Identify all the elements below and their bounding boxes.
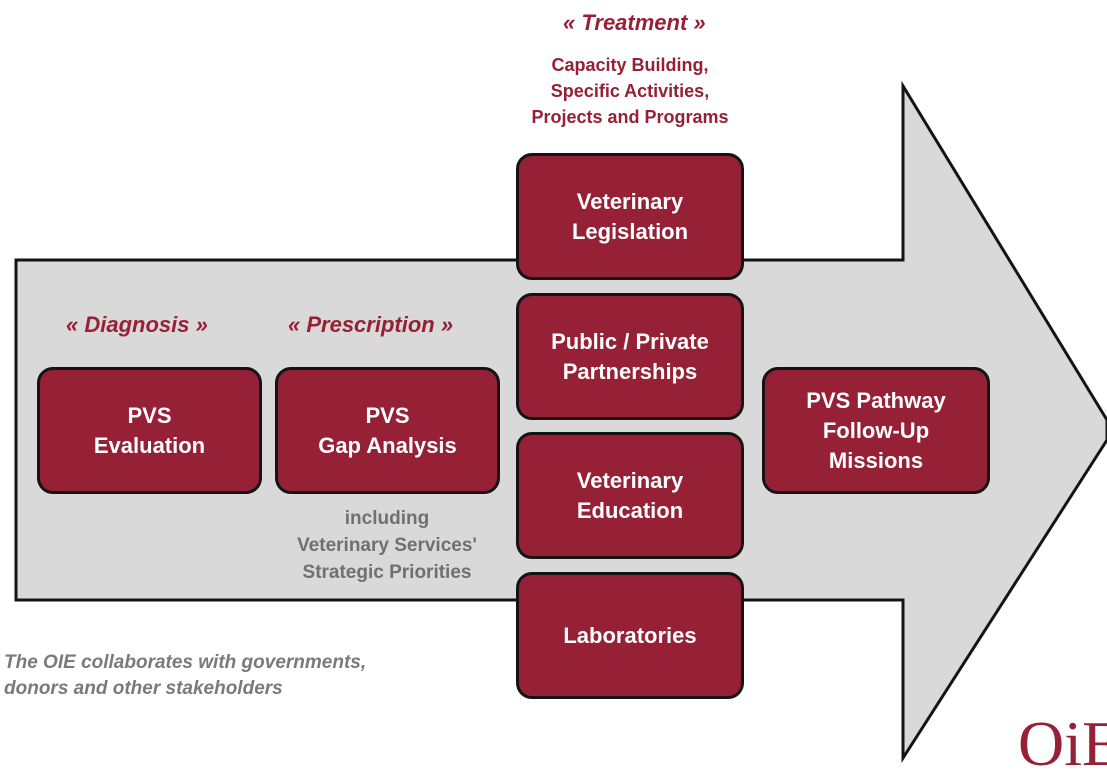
pvs-follow-up-label: PVS Pathway Follow-Up Missions (806, 387, 946, 473)
pvs-follow-up-box: PVS Pathway Follow-Up Missions (762, 367, 990, 494)
collaboration-note: The OIE collaborates with governments, d… (4, 652, 367, 699)
public-private-partnerships-label: Public / Private Partnerships (551, 328, 709, 384)
treatment-description: Capacity Building, Specific Activities, … (531, 55, 729, 127)
veterinary-legislation-label: Veterinary Legislation (571, 188, 689, 244)
arrow-shape (14, 80, 1107, 764)
laboratories-label: Laboratories (563, 622, 697, 648)
gap-analysis-note: including Veterinary Services' Strategic… (297, 508, 477, 583)
veterinary-education-box: Veterinary Education (516, 432, 744, 559)
pvs-gap-analysis-box: PVS Gap Analysis (275, 367, 500, 494)
pvs-gap-analysis-label: PVS Gap Analysis (318, 402, 457, 458)
veterinary-legislation-box: Veterinary Legislation (516, 153, 744, 280)
laboratories-box: Laboratories (516, 572, 744, 699)
prescription-heading: « Prescription » (288, 312, 454, 337)
veterinary-education-label: Veterinary Education (576, 467, 684, 523)
pvs-evaluation-label: PVS Evaluation (93, 402, 206, 458)
pvs-evaluation-box: PVS Evaluation (37, 367, 262, 494)
treatment-heading: « Treatment » (563, 10, 706, 35)
public-private-partnerships-box: Public / Private Partnerships (516, 293, 744, 420)
oie-logo-icon: OiE (1018, 708, 1107, 779)
diagnosis-heading: « Diagnosis » (66, 312, 208, 337)
